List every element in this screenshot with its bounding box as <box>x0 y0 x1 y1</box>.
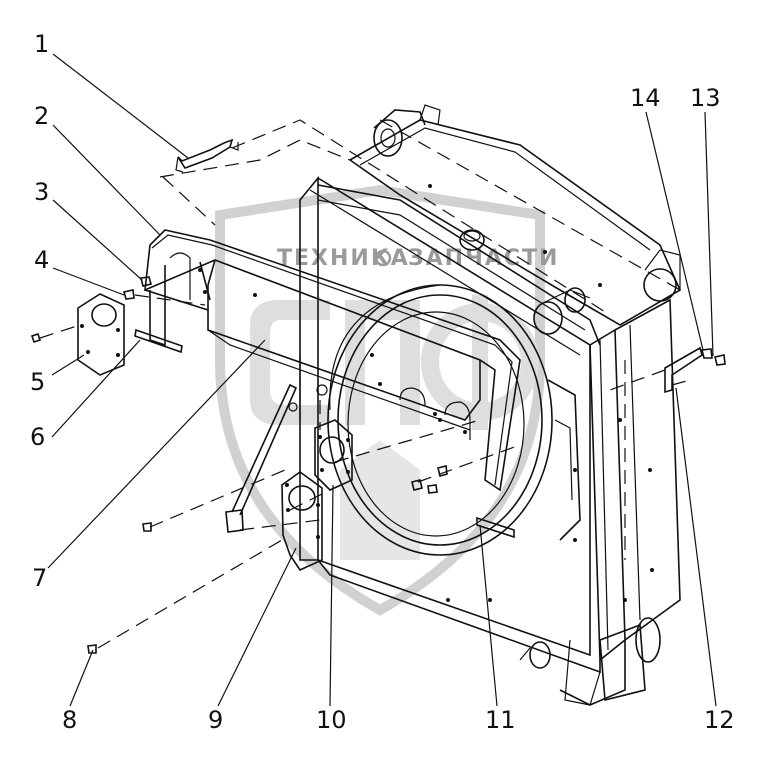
part-4-bolt <box>122 289 135 300</box>
callout-10: 10 <box>316 706 347 734</box>
callout-1: 1 <box>34 30 49 58</box>
callout-4: 4 <box>34 246 49 274</box>
callout-8: 8 <box>62 706 77 734</box>
part-8-screw <box>87 644 97 654</box>
part-12-bracket <box>664 346 703 394</box>
leader-lines <box>47 53 717 707</box>
callout-13: 13 <box>690 84 721 112</box>
callout-14: 14 <box>630 84 661 112</box>
part-5-plate <box>77 293 125 376</box>
part-10-bracket <box>314 419 353 491</box>
part-11-strip <box>476 516 515 539</box>
watermark-left-text: ТЕХНИКА <box>277 246 410 271</box>
radiator-frame <box>299 175 681 706</box>
callout-2: 2 <box>34 102 49 130</box>
callout-9: 9 <box>208 706 223 734</box>
callout-6: 6 <box>30 423 45 451</box>
radiator-top-tank <box>348 104 682 335</box>
callout-12: 12 <box>704 706 735 734</box>
watermark-logo <box>215 184 545 616</box>
part-6-strip <box>134 328 183 354</box>
assembly-dashed-lines <box>39 119 691 649</box>
part-8b-screw <box>142 522 152 532</box>
gear-icon <box>374 249 392 267</box>
callout-7: 7 <box>32 564 47 592</box>
fan-shroud <box>327 284 581 556</box>
callout-11: 11 <box>485 706 516 734</box>
part-3-bolt <box>140 276 152 287</box>
callout-3: 3 <box>34 178 49 206</box>
callout-5: 5 <box>30 368 45 396</box>
part-5-screw <box>30 332 42 344</box>
mid-nuts <box>411 465 448 494</box>
part-13-bolt <box>701 348 726 366</box>
upper-shroud-bracket <box>144 229 521 492</box>
